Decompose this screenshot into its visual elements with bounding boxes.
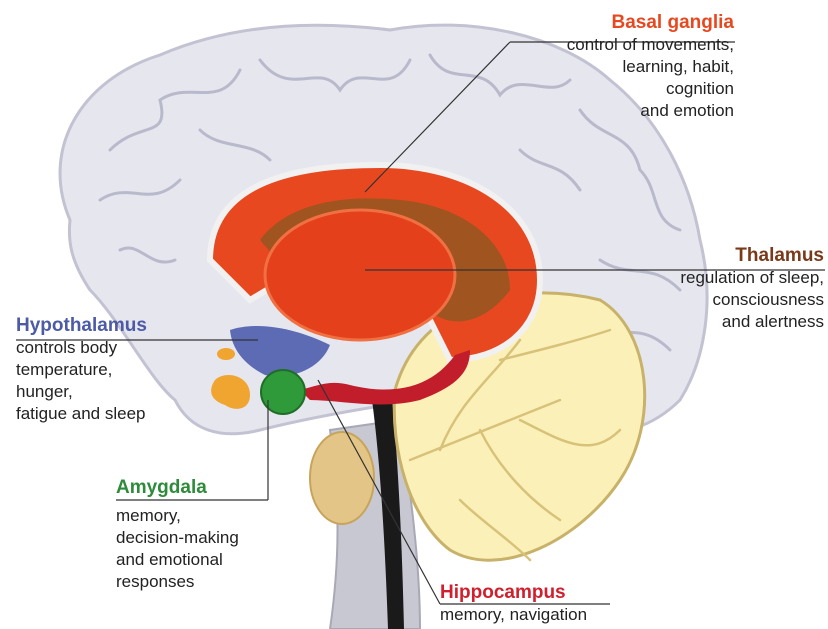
- amygdala-line-3: and emotional: [116, 549, 239, 571]
- thalamus-title: Thalamus: [680, 245, 824, 267]
- hypothalamus-description: controls body temperature, hunger, fatig…: [16, 337, 147, 425]
- basal-ganglia-description: control of movements, learning, habit, c…: [567, 34, 734, 122]
- amygdala-title: Amygdala: [116, 477, 239, 499]
- amygdala-line-2: decision-making: [116, 527, 239, 549]
- hypothalamus-line-2: temperature,: [16, 359, 147, 381]
- thalamus-description: regulation of sleep, consciousness and a…: [680, 267, 824, 333]
- amygdala-description: memory, decision-making and emotional re…: [116, 505, 239, 593]
- amygdala-label: Amygdala memory, decision-making and emo…: [116, 477, 239, 593]
- thalamus-shape: [265, 210, 455, 340]
- hypothalamus-line-3: hunger,: [16, 381, 147, 403]
- hypothalamus-title: Hypothalamus: [16, 315, 147, 337]
- amygdala-line-4: responses: [116, 571, 239, 593]
- basal-ganglia-line-4: and emotion: [567, 100, 734, 122]
- thalamus-label: Thalamus regulation of sleep, consciousn…: [680, 245, 824, 333]
- hypothalamus-line-4: fatigue and sleep: [16, 403, 147, 425]
- basal-ganglia-label: Basal ganglia control of movements, lear…: [567, 12, 734, 122]
- hippocampus-label: Hippocampus memory, navigation: [440, 582, 587, 626]
- pons: [310, 432, 374, 524]
- amygdala-line-1: memory,: [116, 505, 239, 527]
- basal-ganglia-line-3: cognition: [567, 78, 734, 100]
- basal-ganglia-line-2: learning, habit,: [567, 56, 734, 78]
- hippocampus-line-1: memory, navigation: [440, 604, 587, 626]
- thalamus-line-3: and alertness: [680, 311, 824, 333]
- hypothalamus-label: Hypothalamus controls body temperature, …: [16, 315, 147, 425]
- thalamus-line-1: regulation of sleep,: [680, 267, 824, 289]
- hypothalamus-line-1: controls body: [16, 337, 147, 359]
- basal-ganglia-line-1: control of movements,: [567, 34, 734, 56]
- hippocampus-description: memory, navigation: [440, 604, 587, 626]
- small-orange-shape: [217, 348, 235, 360]
- thalamus-line-2: consciousness: [680, 289, 824, 311]
- hippocampus-title: Hippocampus: [440, 582, 587, 604]
- basal-ganglia-title: Basal ganglia: [567, 12, 734, 34]
